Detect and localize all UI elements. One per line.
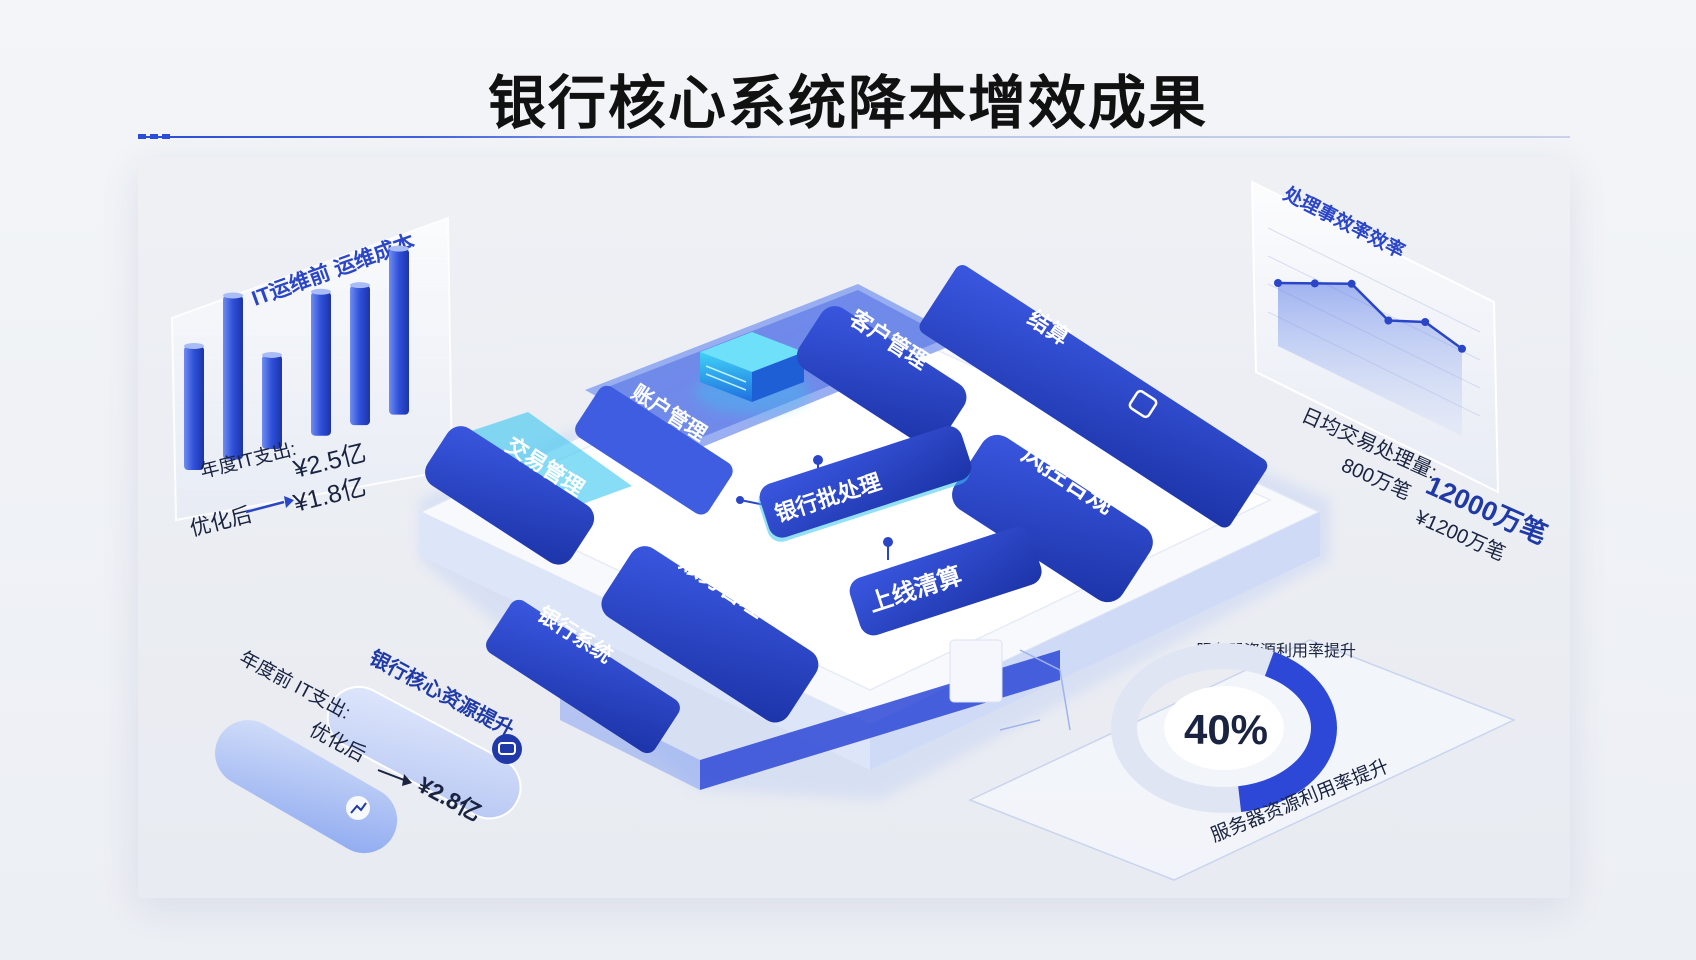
it-cost-bars (184, 245, 409, 470)
it-cost-bar-cap (389, 245, 409, 252)
chart-pill (215, 720, 398, 854)
divider-dash (138, 134, 146, 139)
module-customer[interactable] (791, 300, 973, 453)
it-cost-bar-cap (184, 343, 204, 349)
efficiency-area (1278, 283, 1462, 436)
it-cost-bar (184, 346, 204, 470)
prior-spend-caption: 年度前 IT支出: (236, 647, 354, 724)
efficiency-point (1458, 344, 1466, 353)
server-stack-icon (694, 332, 810, 414)
badge-icon (492, 734, 522, 764)
module-trade[interactable] (419, 412, 632, 571)
divider-dash (162, 134, 170, 139)
module-account[interactable] (571, 382, 736, 518)
it-cost-bar-cap (223, 292, 243, 299)
it-cost-bar (311, 291, 331, 436)
module-clearing[interactable] (846, 523, 1045, 639)
module-batch[interactable] (755, 422, 975, 545)
page-title: 银行核心系统降本增效成果 (487, 71, 1208, 136)
module-risk[interactable] (945, 428, 1160, 609)
title-divider (138, 136, 1570, 138)
it-cost-bar (389, 248, 409, 415)
donut-arc (1238, 651, 1337, 813)
module-bank-system[interactable] (482, 596, 684, 757)
divider-dash (150, 134, 158, 139)
efficiency-point (1274, 279, 1282, 287)
it-cost-bar-cap (311, 288, 331, 295)
arrow-right-icon (245, 496, 294, 514)
it-cost-bar (262, 354, 282, 449)
efficiency-point (1384, 316, 1393, 325)
module-settle[interactable] (916, 262, 1270, 531)
lock-icon (1128, 389, 1158, 419)
arrow-right-icon (377, 769, 412, 786)
resource-pill (326, 685, 522, 820)
efficiency-point (1310, 279, 1319, 288)
donut-hole (1164, 686, 1284, 770)
it-cost-bar (350, 285, 370, 426)
efficiency-point (1421, 318, 1430, 326)
it-cost-bar-cap (350, 282, 370, 289)
utilization-donut (1111, 643, 1337, 813)
efficiency-point (1347, 279, 1356, 288)
module-ledger[interactable] (595, 540, 824, 729)
it-cost-bar (223, 295, 243, 460)
efficiency-line (1277, 281, 1463, 350)
it-cost-bar-cap (262, 351, 282, 358)
efficiency-line-chart (1274, 279, 1466, 436)
chart-icon (346, 796, 370, 820)
donut-value: 40% (1184, 706, 1268, 753)
